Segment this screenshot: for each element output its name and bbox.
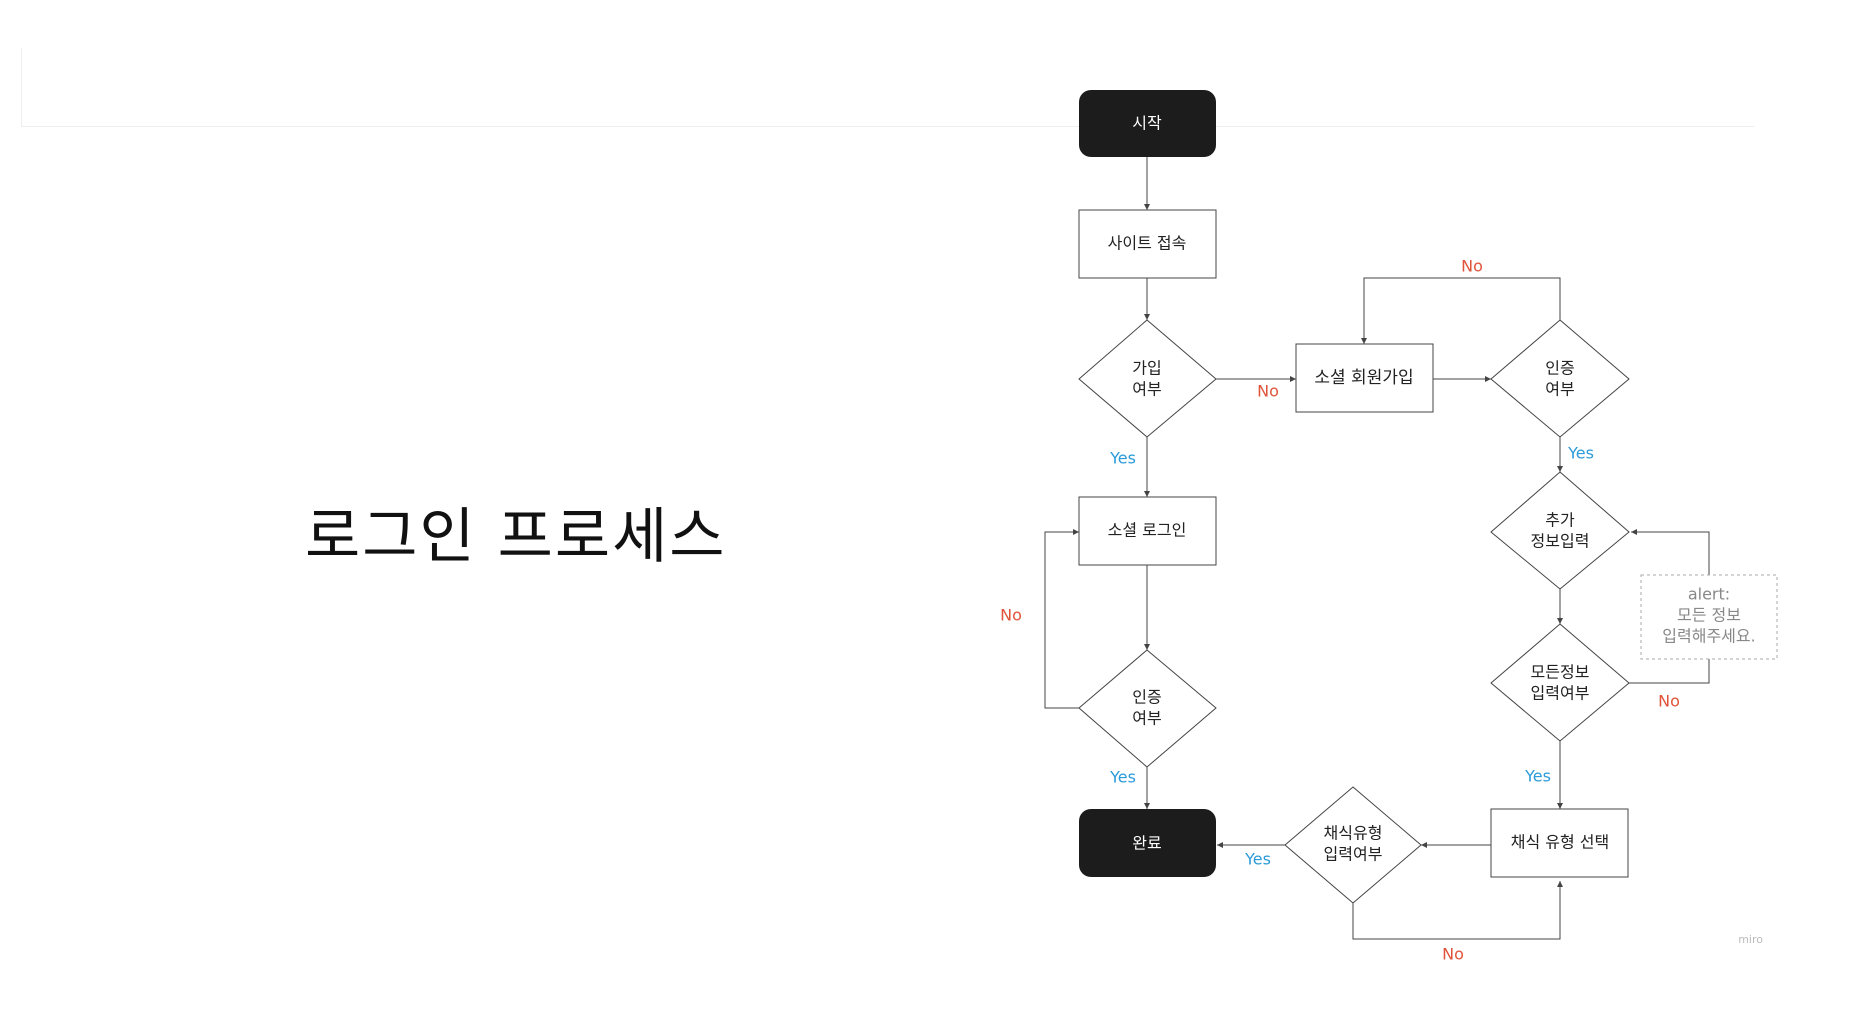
- edge-dietcheck-no-loop: [1352, 881, 1563, 940]
- all-info-check-node: 모든정보 입력여부: [1490, 623, 1630, 742]
- start-node: 시작: [1079, 90, 1216, 157]
- alert-note: alert: 모든 정보 입력해주세요.: [1640, 574, 1778, 660]
- extra-info-line2: 정보입력: [1531, 532, 1590, 551]
- all-info-check-line2: 입력여부: [1531, 684, 1590, 703]
- alert-line1: alert:: [1688, 585, 1730, 604]
- allinfo-yes-label: Yes: [1524, 767, 1551, 786]
- auth-check-2-node: 인증 여부: [1490, 319, 1630, 438]
- done-node: 완료: [1079, 809, 1216, 877]
- auth-check-1-line2: 여부: [1132, 709, 1161, 728]
- edge-auth1-no-loop: [1044, 529, 1079, 709]
- signup-check-line2: 여부: [1132, 380, 1161, 399]
- edge-labels: Yes No No Yes No Yes No Yes Yes No: [1000, 257, 1680, 964]
- social-signup-node: 소셜 회원가입: [1295, 343, 1434, 413]
- auth2-no-label: No: [1461, 257, 1483, 276]
- done-label: 완료: [1132, 834, 1161, 853]
- diet-check-node: 채식유형 입력여부: [1284, 786, 1422, 904]
- diet-yes-label: Yes: [1244, 850, 1271, 869]
- signup-yes-label: Yes: [1109, 449, 1136, 468]
- auth-check-2-line1: 인증: [1545, 359, 1574, 378]
- social-login-node: 소셜 로그인: [1078, 496, 1217, 566]
- all-info-check-line1: 모든정보: [1531, 663, 1590, 682]
- signup-check-line1: 가입: [1132, 359, 1161, 378]
- diet-select-node: 채식 유형 선택: [1490, 808, 1629, 878]
- signup-no-label: No: [1257, 382, 1279, 401]
- auth2-yes-label: Yes: [1567, 444, 1594, 463]
- miro-watermark: miro: [1738, 933, 1763, 946]
- auth1-no-label: No: [1000, 606, 1022, 625]
- site-access-label: 사이트 접속: [1108, 234, 1187, 253]
- frame-border: [21, 48, 1754, 127]
- auth-check-1-line1: 인증: [1132, 688, 1161, 707]
- edge-auth2-no-loop: [1361, 277, 1561, 344]
- alert-line2: 모든 정보: [1677, 606, 1741, 625]
- page-title: 로그인 프로세스: [305, 502, 727, 572]
- diet-check-line2: 입력여부: [1324, 845, 1383, 864]
- auth1-yes-label: Yes: [1109, 768, 1136, 787]
- diet-select-label: 채식 유형 선택: [1511, 833, 1610, 852]
- site-access-node: 사이트 접속: [1078, 209, 1217, 279]
- diet-no-label: No: [1442, 945, 1464, 964]
- connectors: [1044, 157, 1710, 940]
- diet-check-line1: 채식유형: [1324, 824, 1383, 843]
- social-signup-label: 소셜 회원가입: [1314, 368, 1413, 388]
- auth-check-2-line2: 여부: [1545, 380, 1574, 399]
- extra-info-line1: 추가: [1545, 511, 1575, 530]
- extra-info-node: 추가 정보입력: [1490, 471, 1630, 590]
- allinfo-no-label: No: [1658, 692, 1680, 711]
- alert-line3: 입력해주세요.: [1662, 627, 1755, 646]
- start-label: 시작: [1132, 114, 1162, 133]
- signup-check-node: 가입 여부: [1078, 319, 1217, 438]
- social-login-label: 소셜 로그인: [1108, 521, 1187, 540]
- auth-check-1-node: 인증 여부: [1078, 649, 1217, 768]
